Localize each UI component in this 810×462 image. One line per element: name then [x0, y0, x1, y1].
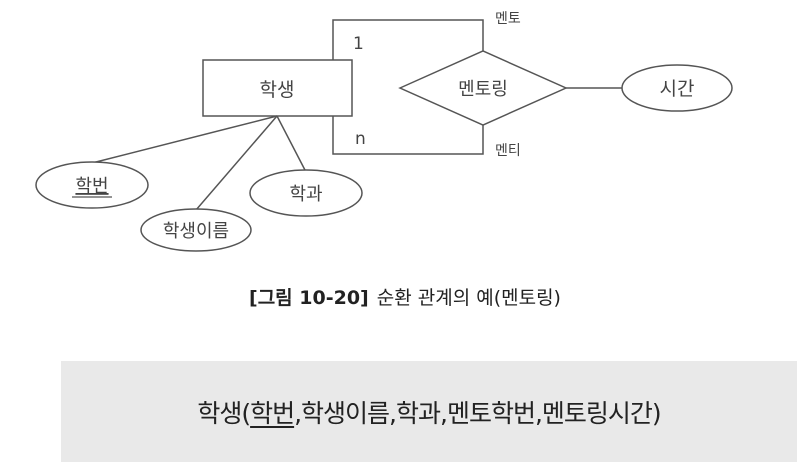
attribute-line-dept: [276, 115, 307, 173]
cardinality-one: 1: [353, 34, 364, 54]
attribute-id-label: 학번: [75, 176, 108, 197]
other-attributes: ,학생이름,학과,멘토학번,멘토링시간: [294, 398, 653, 428]
role-mentor: 멘토: [495, 11, 521, 27]
attribute-time-label: 시간: [660, 78, 695, 100]
bottom-connector-line: [332, 116, 484, 155]
entity-label: 학생: [260, 79, 295, 101]
figure-title: 순환 관계의 예(멘토링): [376, 287, 561, 309]
relation-schema-box: 학생(학번,학생이름,학과,멘토학번,멘토링시간): [61, 361, 797, 462]
attribute-time-ellipse: [621, 64, 733, 112]
entity-student-box: [202, 59, 353, 117]
attribute-id-ellipse: [35, 161, 149, 209]
attribute-dept-ellipse: [249, 169, 363, 217]
relationship-label: 멘토링: [458, 79, 508, 100]
paren-open: (: [241, 398, 251, 428]
cardinality-many: n: [355, 129, 366, 149]
attribute-dept-label: 학과: [289, 184, 322, 205]
top-connector-line: [332, 19, 484, 60]
attribute-line-name: [195, 115, 278, 211]
relation-name: 학생: [197, 398, 242, 428]
role-mentee: 멘티: [495, 143, 521, 159]
attribute-name-label: 학생이름: [163, 221, 229, 242]
figure-number: [그림 10-20]: [249, 287, 369, 309]
attribute-line-id: [91, 115, 278, 164]
attribute-name-ellipse: [140, 208, 252, 252]
paren-close: ): [651, 398, 662, 428]
er-diagram: 학생 멘토링 시간 1 n 멘토 멘티 학번 학생이름 학과: [35, 11, 733, 252]
figure-caption: [그림 10-20] 순환 관계의 예(멘토링): [0, 283, 810, 310]
primary-key-attribute: 학번: [250, 398, 295, 428]
relation-schema: 학생(학번,학생이름,학과,멘토학번,멘토링시간): [197, 394, 662, 430]
